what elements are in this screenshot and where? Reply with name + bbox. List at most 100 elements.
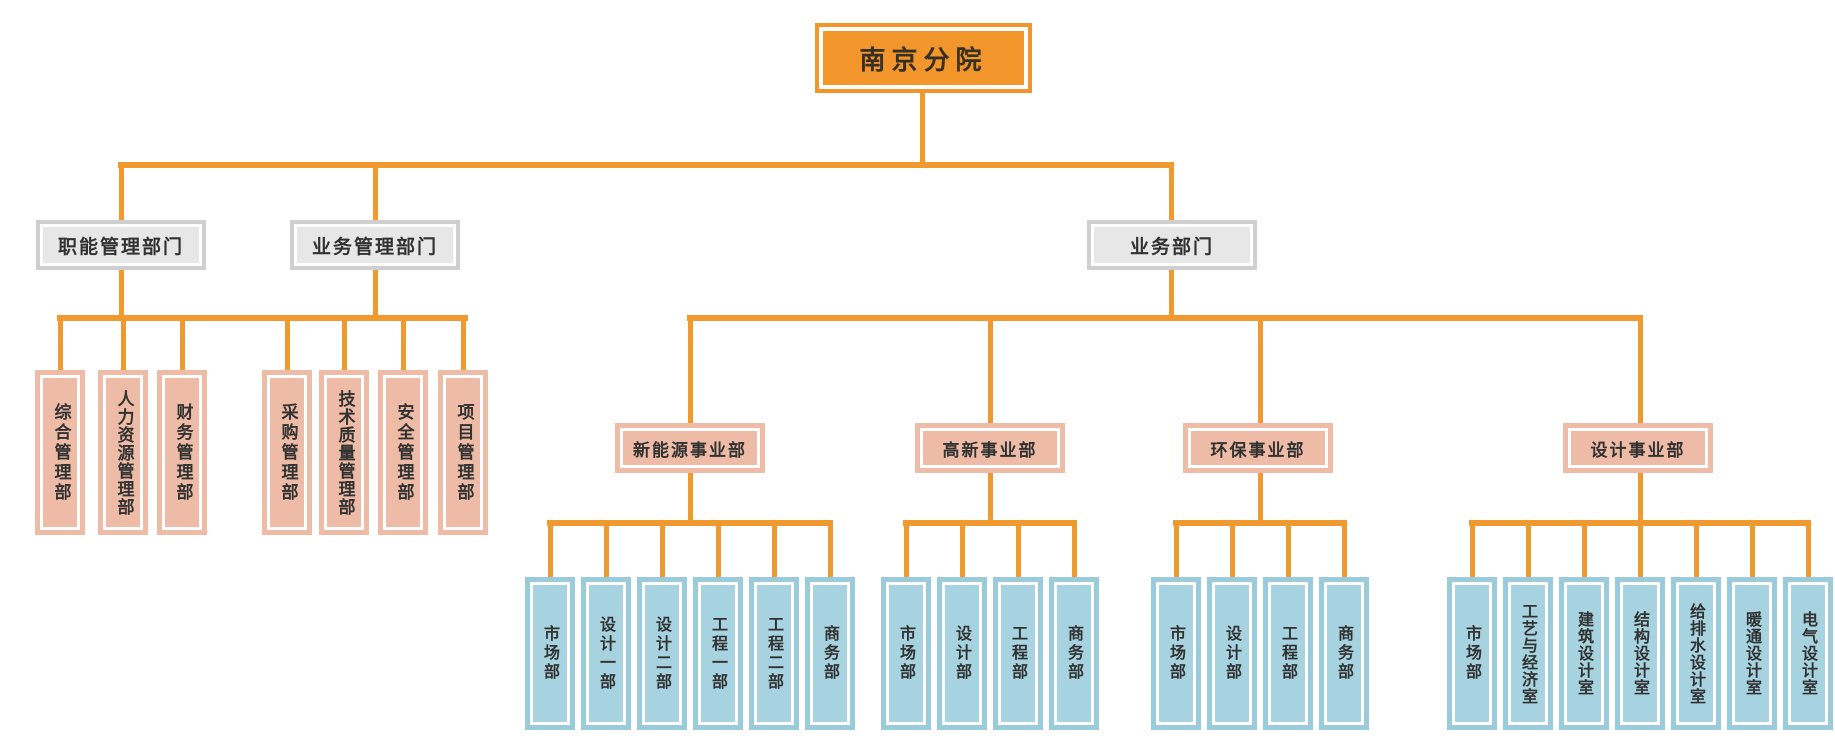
connector-line <box>1470 520 1475 579</box>
connector-trunk <box>920 93 925 168</box>
org-node-label: 财务管理部 <box>172 402 193 503</box>
org-node-label: 建筑设计室 <box>1575 611 1594 696</box>
org-node-business-depts: 业务部门 <box>1087 220 1257 270</box>
org-node-hvac-design-room: 暖通设计室 <box>1727 577 1777 730</box>
connector-rail-new-energy <box>547 520 833 526</box>
org-node-design-dept: 设计部 <box>937 577 987 730</box>
org-node-label: 业务管理部门 <box>311 235 438 258</box>
connector-rail-hitech <box>903 520 1077 526</box>
connector-line <box>1169 162 1174 220</box>
org-node-market-dept: 市场部 <box>1447 577 1497 730</box>
org-node-environmental-division: 环保事业部 <box>1183 423 1333 473</box>
org-node-label: 工程二部 <box>765 615 784 692</box>
connector-line <box>1169 270 1174 321</box>
org-node-label: 设计二部 <box>653 615 672 692</box>
connector-line <box>1174 520 1179 579</box>
connector-line <box>461 315 466 372</box>
connector-line <box>1638 315 1643 425</box>
connector-rail-level2 <box>118 162 1174 168</box>
connector-line <box>1750 520 1755 579</box>
connector-line <box>960 520 965 579</box>
connector-line <box>1694 520 1699 579</box>
connector-line <box>1230 520 1235 579</box>
org-node-label: 环保事业部 <box>1210 440 1306 461</box>
org-node-label: 技术质量管理部 <box>334 389 355 516</box>
org-node-market-dept: 市场部 <box>881 577 931 730</box>
org-node-architecture-design-room: 建筑设计室 <box>1559 577 1609 730</box>
org-node-market-dept: 市场部 <box>1151 577 1201 730</box>
connector-line <box>1286 520 1291 579</box>
org-node-label: 工艺与经济室 <box>1519 602 1538 705</box>
org-node-label: 业务部门 <box>1129 235 1214 258</box>
org-node-safety-mgmt-dept: 安全管理部 <box>378 370 428 535</box>
org-node-market-dept: 市场部 <box>525 577 575 730</box>
org-node-general-mgmt-dept: 综合管理部 <box>35 370 85 535</box>
org-node-label: 设计部 <box>1223 625 1242 682</box>
org-node-tech-quality-mgmt-dept: 技术质量管理部 <box>319 370 369 535</box>
connector-line <box>1638 473 1643 526</box>
org-node-business-mgmt-depts: 业务管理部门 <box>290 220 460 270</box>
org-node-water-supply-drainage-design-room: 给排水设计室 <box>1671 577 1721 730</box>
connector-line <box>1072 520 1077 579</box>
org-node-label: 南京分院 <box>859 45 988 76</box>
connector-line <box>772 520 777 579</box>
org-node-label: 新能源事业部 <box>633 440 747 461</box>
connector-line <box>58 315 63 372</box>
connector-rail-left <box>57 315 468 321</box>
connector-line <box>828 520 833 579</box>
org-node-structure-design-room: 结构设计室 <box>1615 577 1665 730</box>
connector-line <box>660 520 665 579</box>
org-node-label: 工程一部 <box>709 615 728 692</box>
org-node-label: 设计部 <box>953 625 972 682</box>
org-node-process-economy-room: 工艺与经济室 <box>1503 577 1553 730</box>
connector-rail-environmental <box>1173 520 1347 526</box>
org-node-commerce-dept: 商务部 <box>1049 577 1099 730</box>
connector-line <box>688 473 693 526</box>
connector-line <box>1016 520 1021 579</box>
org-node-engineering-dept-2: 工程二部 <box>749 577 799 730</box>
connector-line <box>1258 473 1263 526</box>
org-node-procurement-mgmt-dept: 采购管理部 <box>262 370 312 535</box>
connector-line <box>373 270 378 321</box>
org-node-label: 设计一部 <box>597 615 616 692</box>
org-node-label: 工程部 <box>1279 625 1298 682</box>
org-node-label: 结构设计室 <box>1631 611 1650 696</box>
org-node-label: 高新事业部 <box>942 440 1038 461</box>
org-node-label: 工程部 <box>1009 625 1028 682</box>
org-node-commerce-dept: 商务部 <box>1319 577 1369 730</box>
org-node-functional-mgmt-depts: 职能管理部门 <box>36 220 206 270</box>
connector-line <box>716 520 721 579</box>
org-node-label: 综合管理部 <box>50 402 71 503</box>
connector-line <box>1806 520 1811 579</box>
org-node-label: 市场部 <box>897 625 916 682</box>
connector-line <box>548 520 553 579</box>
org-node-label: 电气设计室 <box>1799 611 1818 696</box>
org-node-label: 商务部 <box>1065 625 1084 682</box>
connector-line <box>401 315 406 372</box>
connector-line <box>904 520 909 579</box>
org-node-label: 市场部 <box>1463 625 1482 682</box>
org-node-nanjing-branch: 南京分院 <box>815 23 1032 93</box>
connector-line <box>688 315 693 425</box>
connector-line <box>121 315 126 372</box>
connector-line <box>119 162 124 220</box>
org-node-finance-mgmt-dept: 财务管理部 <box>157 370 207 535</box>
org-node-hitech-division: 高新事业部 <box>915 423 1065 473</box>
org-node-electrical-design-room: 电气设计室 <box>1783 577 1833 730</box>
connector-line <box>1526 520 1531 579</box>
org-node-new-energy-division: 新能源事业部 <box>615 423 765 473</box>
connector-line <box>119 270 124 321</box>
connector-line <box>1258 315 1263 425</box>
org-node-label: 设计事业部 <box>1590 440 1686 461</box>
org-node-label: 采购管理部 <box>277 402 298 503</box>
org-node-engineering-dept: 工程部 <box>993 577 1043 730</box>
org-node-label: 商务部 <box>1335 625 1354 682</box>
org-node-design-dept-2: 设计二部 <box>637 577 687 730</box>
org-node-label: 暖通设计室 <box>1743 611 1762 696</box>
org-node-label: 市场部 <box>541 625 560 682</box>
org-node-label: 项目管理部 <box>453 402 474 503</box>
connector-line <box>1638 520 1643 579</box>
org-node-label: 给排水设计室 <box>1687 602 1706 705</box>
connector-line <box>1582 520 1587 579</box>
